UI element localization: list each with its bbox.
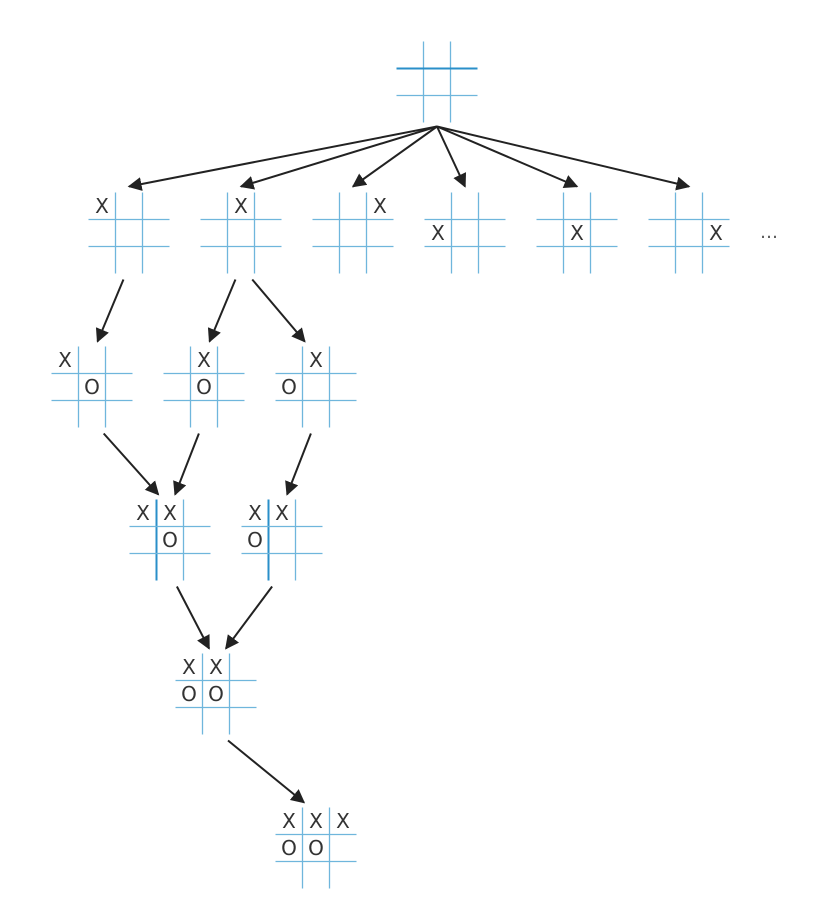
x-mark: X: [234, 194, 248, 218]
x-mark: X: [282, 809, 296, 833]
x-mark: X: [182, 655, 196, 679]
continuation-ellipsis: …: [760, 222, 778, 243]
x-mark: X: [309, 348, 323, 372]
o-mark: O: [162, 528, 178, 552]
edge-l1-b-to-l2-c: [251, 278, 306, 343]
x-mark: X: [275, 501, 289, 525]
edge-l2-a-to-l3-a: [102, 432, 160, 496]
board-l1-f: X: [648, 192, 730, 274]
o-mark: O: [84, 375, 100, 399]
edge-root-to-l1-a: [127, 125, 438, 191]
board-l1-e: X: [536, 192, 618, 274]
x-mark: X: [136, 501, 150, 525]
edge-l3-b-to-l4-a: [225, 585, 273, 650]
x-mark: X: [336, 809, 350, 833]
edge-root-to-l1-f: [436, 125, 691, 191]
x-mark: X: [373, 194, 387, 218]
x-mark: X: [709, 221, 723, 245]
x-mark: X: [248, 501, 262, 525]
o-mark: O: [281, 375, 297, 399]
x-mark: X: [309, 809, 323, 833]
o-mark: O: [181, 682, 197, 706]
board-root: [396, 41, 478, 123]
x-mark: X: [570, 221, 584, 245]
edge-l2-b-to-l3-a: [173, 433, 200, 496]
edge-l4-a-to-l5-a: [227, 739, 306, 804]
board-l2-b: XO: [163, 346, 245, 428]
o-mark: O: [196, 375, 212, 399]
edge-root-to-l1-c: [351, 125, 438, 188]
edge-l1-b-to-l2-b: [207, 279, 237, 343]
board-l1-a: X: [88, 192, 170, 274]
edge-l3-a-to-l4-a: [176, 586, 210, 650]
board-l1-d: X: [424, 192, 506, 274]
edge-root-to-l1-d: [436, 126, 467, 188]
edge-root-to-l1-e: [436, 125, 579, 188]
x-mark: X: [197, 348, 211, 372]
edges-layer: [95, 125, 691, 804]
edge-root-to-l1-b: [239, 125, 438, 190]
edge-l2-c-to-l3-b: [285, 433, 312, 496]
board-l2-a: XO: [51, 346, 133, 428]
x-mark: X: [95, 194, 109, 218]
board-l2-c: XO: [275, 346, 357, 428]
edge-l1-a-to-l2-a: [95, 279, 125, 343]
x-mark: X: [431, 221, 445, 245]
board-l1-b: X: [200, 192, 282, 274]
o-mark: O: [308, 836, 324, 860]
o-mark: O: [281, 836, 297, 860]
o-mark: O: [247, 528, 263, 552]
board-l1-c: X: [312, 192, 394, 274]
x-mark: X: [209, 655, 223, 679]
o-mark: O: [208, 682, 224, 706]
x-mark: X: [58, 348, 72, 372]
x-mark: X: [163, 501, 177, 525]
